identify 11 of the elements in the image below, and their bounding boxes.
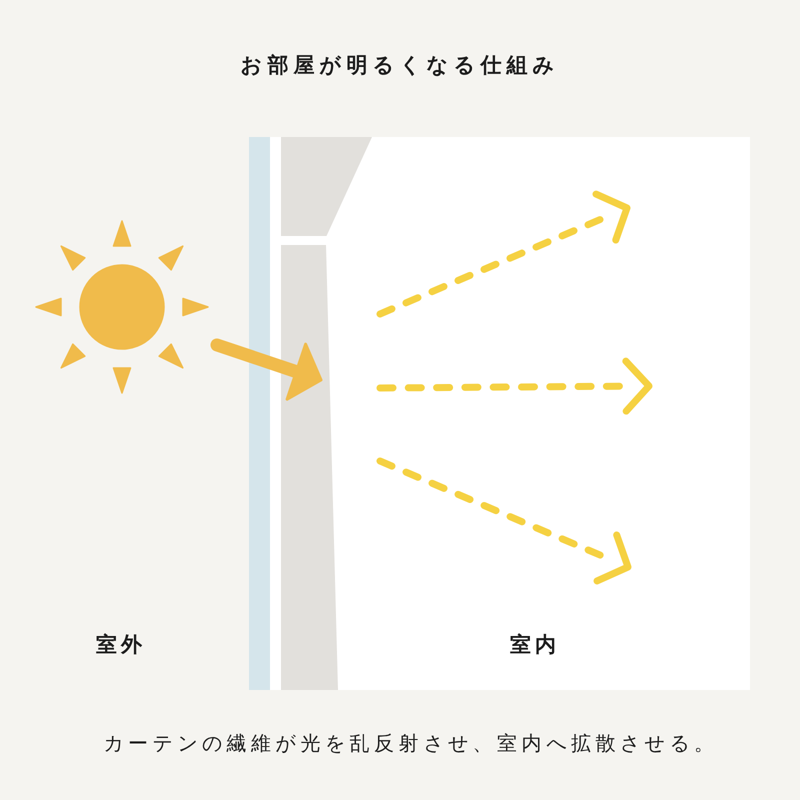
area-label: 室外 [96,632,146,658]
curtain-shape [281,137,372,690]
diagram-caption: カーテンの繊維が光を乱反射させ、室内へ拡散させる。 [104,730,718,756]
sun-icon [35,220,209,394]
dashed-arrow [376,358,652,415]
room-panel [249,137,750,690]
dashed-arrow [376,190,630,318]
area-label: 室内 [510,632,560,658]
diagram-title: お部屋が明るくなる仕組み [240,52,560,79]
arrow [210,338,322,401]
dashed-arrow [376,458,632,584]
